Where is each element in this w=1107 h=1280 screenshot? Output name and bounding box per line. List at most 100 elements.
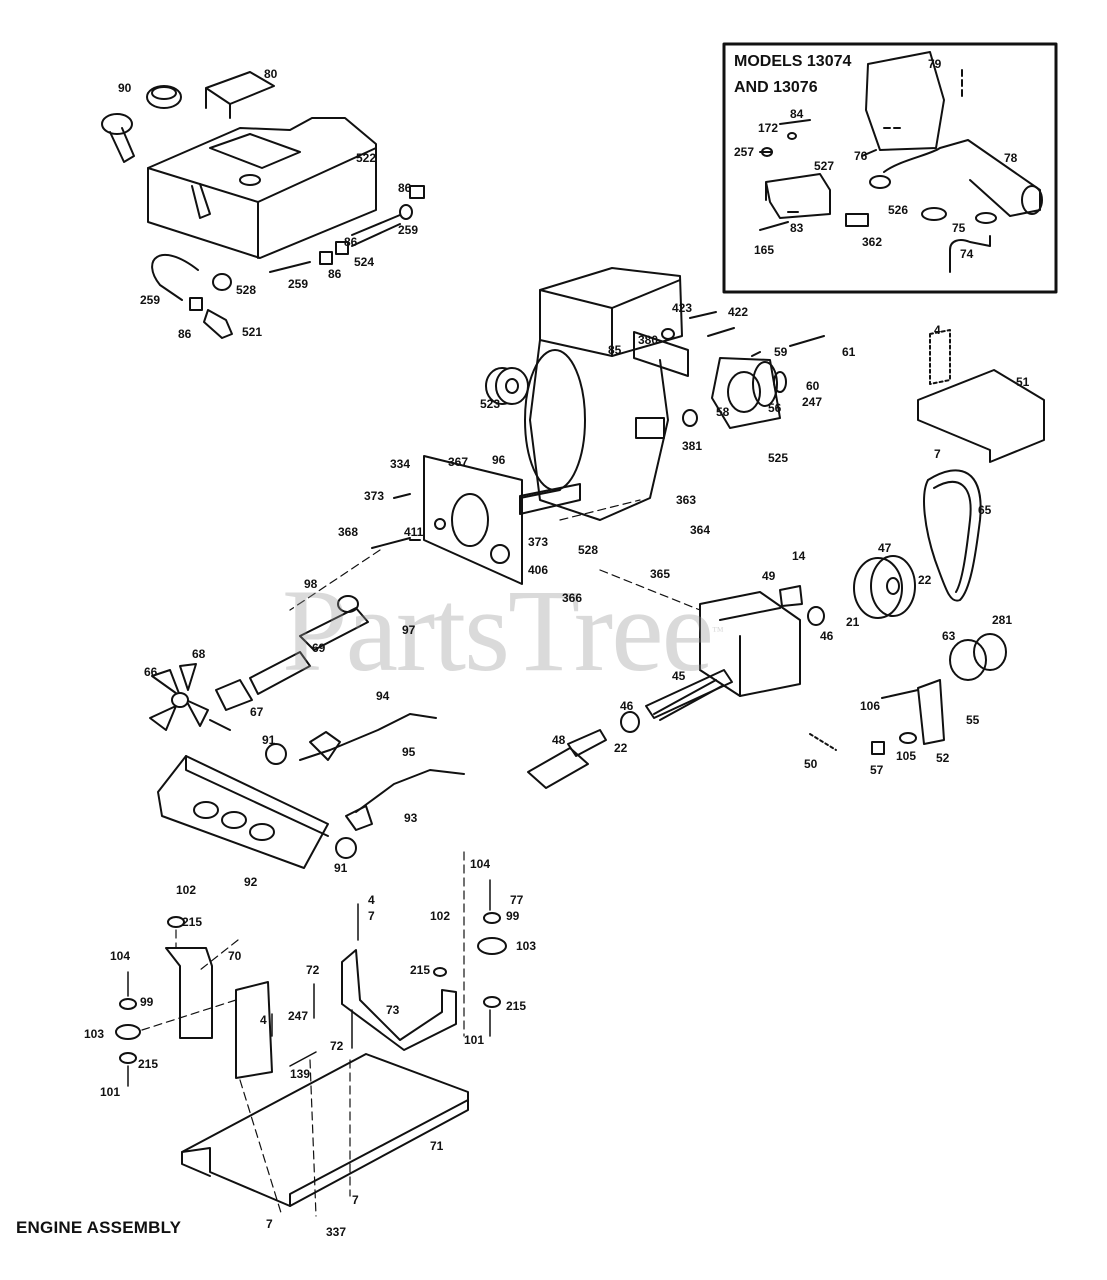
part-label[interactable]: 406 bbox=[528, 563, 549, 577]
part-label[interactable]: 59 bbox=[774, 345, 788, 359]
part-label[interactable]: 528 bbox=[236, 283, 257, 297]
part-label[interactable]: 97 bbox=[402, 623, 416, 637]
part-label[interactable]: 63 bbox=[942, 629, 956, 643]
part-label[interactable]: 7 bbox=[352, 1193, 359, 1207]
part-label[interactable]: 101 bbox=[464, 1033, 485, 1047]
part-label[interactable]: 84 bbox=[790, 107, 804, 121]
part-label[interactable]: 56 bbox=[768, 401, 782, 415]
part-label[interactable]: 83 bbox=[790, 221, 804, 235]
part-label[interactable]: 22 bbox=[614, 741, 628, 755]
part-label[interactable]: 4 bbox=[368, 893, 375, 907]
part-label[interactable]: 21 bbox=[846, 615, 860, 629]
part-label[interactable]: 45 bbox=[672, 669, 686, 683]
part-label[interactable]: 52 bbox=[936, 751, 950, 765]
part-label[interactable]: 47 bbox=[878, 541, 892, 555]
part-label[interactable]: 86 bbox=[178, 327, 192, 341]
part-label[interactable]: 95 bbox=[402, 745, 416, 759]
part-label[interactable]: 4 bbox=[260, 1013, 267, 1027]
part-label[interactable]: 70 bbox=[228, 949, 242, 963]
part-label[interactable]: 368 bbox=[338, 525, 359, 539]
part-label[interactable]: 522 bbox=[356, 151, 377, 165]
part-label[interactable]: 68 bbox=[192, 647, 206, 661]
part-label[interactable]: 380 bbox=[638, 333, 659, 347]
part-label[interactable]: 215 bbox=[138, 1057, 159, 1071]
part-label[interactable]: 99 bbox=[140, 995, 154, 1009]
part-label[interactable]: 98 bbox=[304, 577, 318, 591]
part-label[interactable]: 91 bbox=[262, 733, 276, 747]
part-label[interactable]: 71 bbox=[430, 1139, 444, 1153]
part-label[interactable]: 14 bbox=[792, 549, 806, 563]
part-label[interactable]: 73 bbox=[386, 1003, 400, 1017]
part-label[interactable]: 7 bbox=[266, 1217, 273, 1231]
part-label[interactable]: 525 bbox=[768, 451, 789, 465]
part-label[interactable]: 172 bbox=[758, 121, 779, 135]
part-label[interactable]: 50 bbox=[804, 757, 818, 771]
part-label[interactable]: 524 bbox=[354, 255, 375, 269]
part-label[interactable]: 103 bbox=[516, 939, 537, 953]
part-label[interactable]: 102 bbox=[176, 883, 197, 897]
part-label[interactable]: 259 bbox=[398, 223, 419, 237]
part-label[interactable]: 72 bbox=[330, 1039, 344, 1053]
part-label[interactable]: 85 bbox=[608, 343, 622, 357]
part-label[interactable]: 521 bbox=[242, 325, 263, 339]
part-label[interactable]: 86 bbox=[328, 267, 342, 281]
part-label[interactable]: 528 bbox=[578, 543, 599, 557]
part-label[interactable]: 46 bbox=[820, 629, 834, 643]
part-label[interactable]: 92 bbox=[244, 875, 258, 889]
part-label[interactable]: 422 bbox=[728, 305, 749, 319]
part-label[interactable]: 103 bbox=[84, 1027, 105, 1041]
part-label[interactable]: 99 bbox=[506, 909, 520, 923]
part-label[interactable]: 363 bbox=[676, 493, 697, 507]
part-label[interactable]: 76 bbox=[854, 149, 868, 163]
part-label[interactable]: 527 bbox=[814, 159, 835, 173]
part-label[interactable]: 139 bbox=[290, 1067, 311, 1081]
part-label[interactable]: 46 bbox=[620, 699, 634, 713]
part-label[interactable]: 526 bbox=[888, 203, 909, 217]
part-label[interactable]: 93 bbox=[404, 811, 418, 825]
part-label[interactable]: 411 bbox=[404, 525, 424, 539]
part-label[interactable]: 105 bbox=[896, 749, 917, 763]
part-label[interactable]: 65 bbox=[978, 503, 992, 517]
part-label[interactable]: 78 bbox=[1004, 151, 1018, 165]
part-label[interactable]: 94 bbox=[376, 689, 390, 703]
part-label[interactable]: 7 bbox=[934, 447, 941, 461]
part-label[interactable]: 22 bbox=[918, 573, 932, 587]
part-label[interactable]: 48 bbox=[552, 733, 566, 747]
part-label[interactable]: 365 bbox=[650, 567, 671, 581]
part-label[interactable]: 247 bbox=[802, 395, 823, 409]
part-label[interactable]: 7 bbox=[368, 909, 375, 923]
part-label[interactable]: 334 bbox=[390, 457, 411, 471]
part-label[interactable]: 75 bbox=[952, 221, 966, 235]
part-label[interactable]: 91 bbox=[334, 861, 348, 875]
part-label[interactable]: 60 bbox=[806, 379, 820, 393]
part-label[interactable]: 257 bbox=[734, 145, 755, 159]
part-label[interactable]: 106 bbox=[860, 699, 881, 713]
part-label[interactable]: 215 bbox=[182, 915, 203, 929]
part-label[interactable]: 165 bbox=[754, 243, 775, 257]
part-label[interactable]: 259 bbox=[140, 293, 161, 307]
part-label[interactable]: 57 bbox=[870, 763, 884, 777]
part-label[interactable]: 337 bbox=[326, 1225, 347, 1239]
part-label[interactable]: 362 bbox=[862, 235, 883, 249]
part-label[interactable]: 373 bbox=[528, 535, 549, 549]
part-label[interactable]: 55 bbox=[966, 713, 980, 727]
part-label[interactable]: 72 bbox=[306, 963, 320, 977]
part-label[interactable]: 101 bbox=[100, 1085, 121, 1099]
part-label[interactable]: 366 bbox=[562, 591, 583, 605]
part-label[interactable]: 102 bbox=[430, 909, 451, 923]
part-label[interactable]: 80 bbox=[264, 67, 278, 81]
part-label[interactable]: 373 bbox=[364, 489, 385, 503]
part-label[interactable]: 61 bbox=[842, 345, 856, 359]
part-label[interactable]: 79 bbox=[928, 57, 942, 71]
part-label[interactable]: 259 bbox=[288, 277, 309, 291]
part-label[interactable]: 58 bbox=[716, 405, 730, 419]
part-label[interactable]: 423 bbox=[672, 301, 693, 315]
part-label[interactable]: 77 bbox=[510, 893, 524, 907]
part-label[interactable]: 367 bbox=[448, 455, 469, 469]
part-label[interactable]: 66 bbox=[144, 665, 158, 679]
part-label[interactable]: 51 bbox=[1016, 375, 1030, 389]
part-label[interactable]: 4 bbox=[934, 323, 941, 337]
part-label[interactable]: 104 bbox=[110, 949, 131, 963]
part-label[interactable]: 281 bbox=[992, 613, 1013, 627]
part-label[interactable]: 96 bbox=[492, 453, 506, 467]
